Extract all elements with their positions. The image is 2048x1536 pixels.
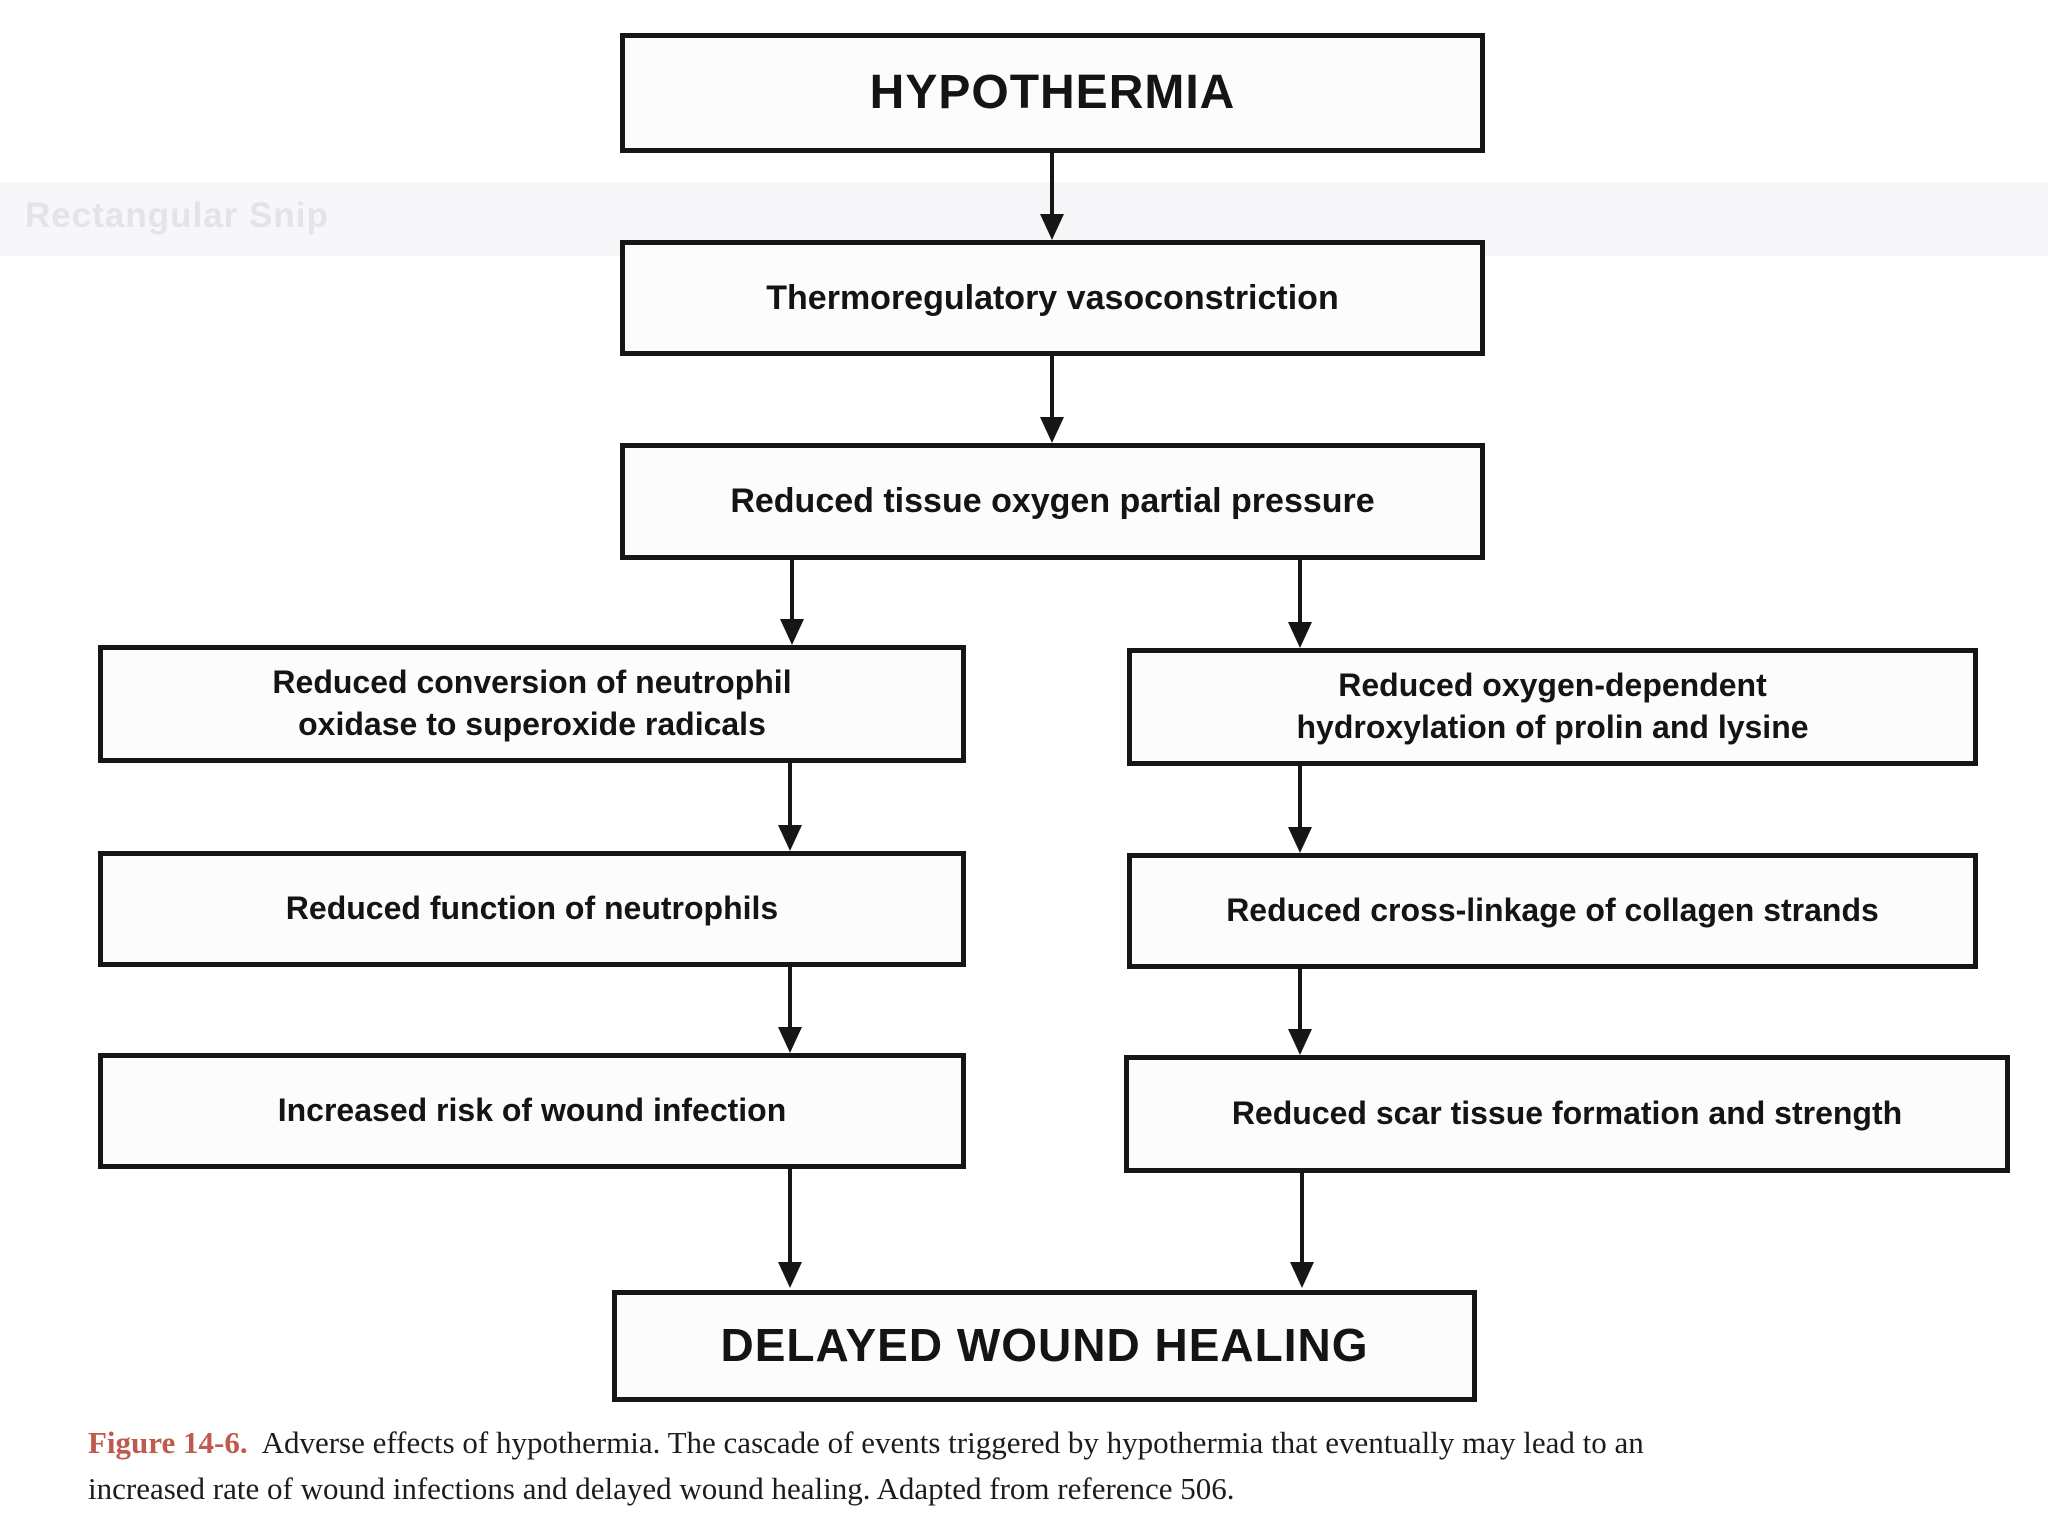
arrow-scar-to-delayed-healing (1290, 1173, 1314, 1288)
arrow-down-icon (1288, 622, 1312, 648)
arrow-stem (1298, 766, 1302, 827)
arrow-stem (788, 763, 792, 825)
node-reduced-tissue-oxygen: Reduced tissue oxygen partial pressure (620, 443, 1485, 560)
arrow-hypothermia-to-vasoconstriction (1040, 153, 1064, 240)
arrow-neutrophil-oxidase-to-function (778, 763, 802, 851)
node-reduced-hydroxylation: Reduced oxygen-dependent hydroxylation o… (1127, 648, 1978, 766)
node-hypothermia: HYPOTHERMIA (620, 33, 1485, 153)
arrow-down-icon (1040, 214, 1064, 240)
figure-caption: Figure 14-6. Adverse effects of hypotherm… (88, 1420, 1968, 1512)
node-reduced-collagen-crosslinkage: Reduced cross-linkage of collagen strand… (1127, 853, 1978, 969)
node-reduced-neutrophil-function: Reduced function of neutrophils (98, 851, 966, 967)
node-reduced-neutrophil-oxidase-conversion: Reduced conversion of neutrophil oxidase… (98, 645, 966, 763)
arrow-stem (1298, 969, 1302, 1029)
arrow-down-icon (1288, 1029, 1312, 1055)
node-thermoregulatory-vasoconstriction: Thermoregulatory vasoconstriction (620, 240, 1485, 356)
arrow-oxygen-to-hydroxylation (1288, 560, 1312, 648)
arrow-hydroxylation-to-collagen (1288, 766, 1312, 853)
arrow-down-icon (1288, 827, 1312, 853)
arrow-stem (788, 1169, 792, 1262)
arrow-oxygen-to-neutrophil-oxidase (780, 560, 804, 645)
arrow-down-icon (780, 619, 804, 645)
arrow-stem (1050, 356, 1054, 417)
caption-line-2: increased rate of wound infections and d… (88, 1470, 1235, 1506)
caption-line-1: Adverse effects of hypothermia. The casc… (261, 1425, 1644, 1460)
arrow-down-icon (778, 1262, 802, 1288)
arrow-collagen-to-scar (1288, 969, 1312, 1055)
arrow-stem (1300, 1173, 1304, 1262)
node-increased-wound-infection-risk: Increased risk of wound infection (98, 1053, 966, 1169)
arrow-stem (1298, 560, 1302, 622)
arrow-down-icon (778, 1027, 802, 1053)
rectangular-snip-ghost-label: Rectangular Snip (25, 196, 329, 235)
node-reduced-scar-tissue: Reduced scar tissue formation and streng… (1124, 1055, 2010, 1173)
arrow-vasoconstriction-to-oxygen (1040, 356, 1064, 443)
arrow-stem (1050, 153, 1054, 214)
node-delayed-wound-healing: DELAYED WOUND HEALING (612, 1290, 1477, 1402)
arrow-down-icon (1040, 417, 1064, 443)
arrow-down-icon (1290, 1262, 1314, 1288)
figure-number-label: Figure 14-6. (88, 1425, 248, 1460)
arrow-infection-to-delayed-healing (778, 1169, 802, 1288)
arrow-stem (790, 560, 794, 619)
arrow-neutrophil-function-to-infection (778, 967, 802, 1053)
arrow-down-icon (778, 825, 802, 851)
arrow-stem (788, 967, 792, 1027)
